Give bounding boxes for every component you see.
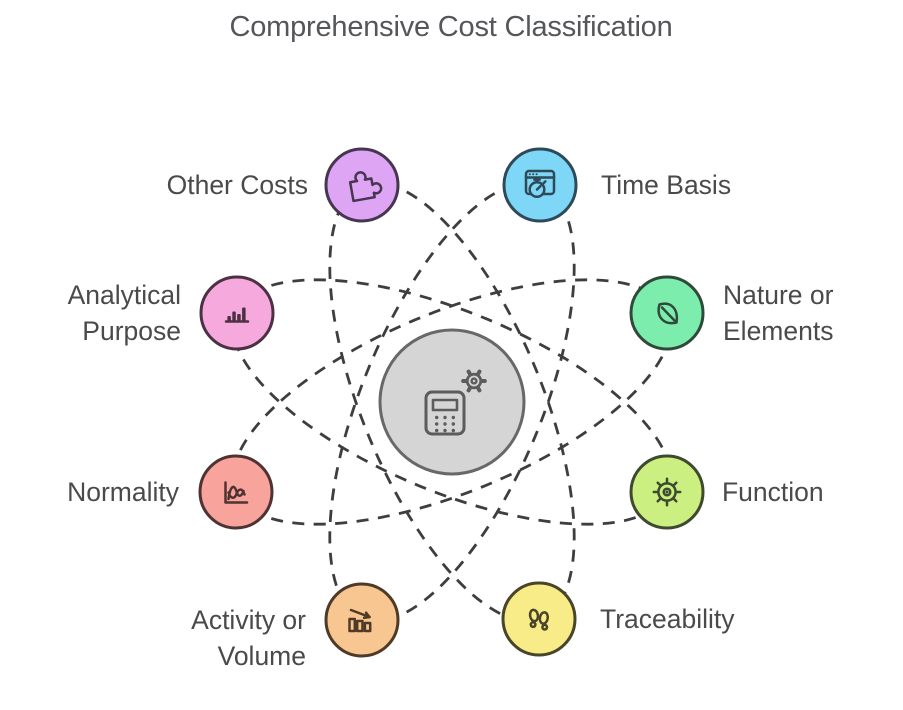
calculator-gear-icon — [424, 369, 487, 436]
declining-bars-icon — [348, 608, 372, 633]
node-function — [629, 454, 705, 530]
label-analytical-line1: Analytical — [68, 280, 181, 310]
label-activity-line2: Volume — [218, 641, 306, 671]
node-analytical-purpose-circle — [199, 275, 275, 351]
gear-sun-icon — [652, 477, 682, 507]
browser-timer-icon — [524, 169, 556, 199]
label-activity-line1: Activity or — [191, 605, 306, 635]
label-function: Function — [722, 477, 824, 507]
footprints-icon — [528, 608, 550, 631]
center-hub-circle — [378, 328, 526, 476]
label-other-costs: Other Costs — [167, 170, 308, 200]
gear-icon — [461, 369, 487, 393]
node-traceability — [501, 581, 577, 657]
node-normality — [198, 454, 274, 530]
bar-chart-bars — [227, 307, 246, 322]
label-time-basis: Time Basis — [601, 170, 731, 200]
bar-chart-icon — [224, 307, 250, 323]
puzzle-icon — [348, 171, 383, 203]
node-nature-or-elements — [629, 275, 705, 351]
label-traceability: Traceability — [600, 604, 735, 634]
node-other-costs-circle — [324, 147, 400, 223]
wave-chart-icon — [224, 481, 249, 504]
node-other-costs — [324, 147, 400, 223]
node-activity-or-volume — [324, 582, 400, 658]
label-analytical-line2: Purpose — [82, 316, 181, 346]
label-nature-line2: Elements — [723, 316, 833, 346]
node-labels: Other Costs Time Basis Analytical Purpos… — [67, 170, 834, 671]
label-nature-line1: Nature or — [723, 280, 834, 310]
label-normality: Normality — [67, 477, 180, 507]
node-analytical-purpose — [199, 275, 275, 351]
leaf-icon — [657, 302, 679, 325]
node-time-basis — [502, 147, 578, 223]
center-hub — [378, 328, 526, 476]
calculator-keys — [435, 415, 455, 433]
browser-dots — [528, 173, 538, 176]
diagram-title: Comprehensive Cost Classification — [229, 11, 672, 43]
